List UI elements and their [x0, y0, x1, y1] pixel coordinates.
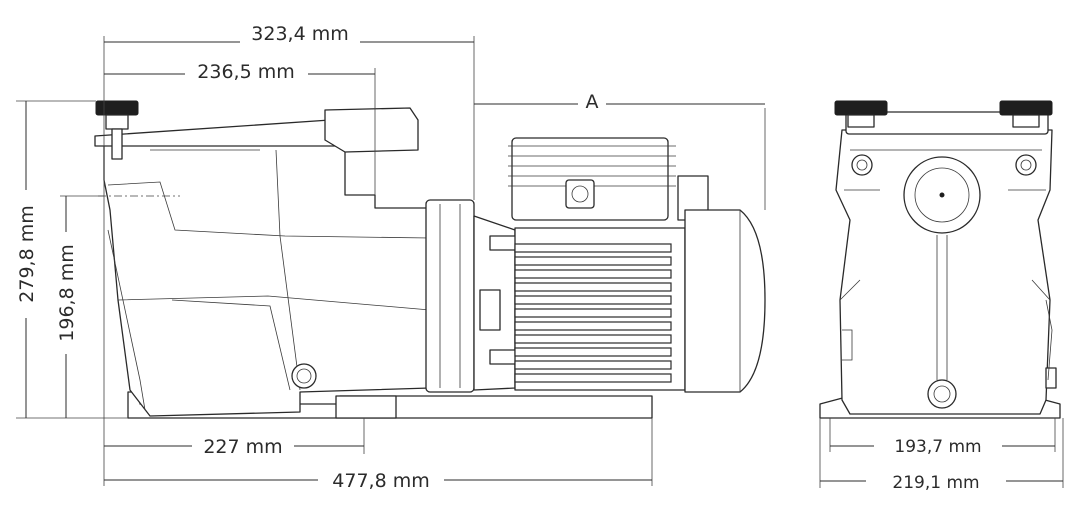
dim-overall-height: 279,8 mm	[16, 205, 38, 302]
side-view	[94, 100, 766, 419]
front-knob-left	[834, 100, 888, 116]
dim-overall-width: 477,8 mm	[332, 470, 429, 492]
dim-base-inner-width: 193,7 mm	[894, 437, 981, 457]
motor-fin	[514, 373, 672, 383]
dim-pump-body-width: 323,4 mm	[251, 23, 348, 45]
motor-fin	[514, 282, 672, 292]
fan-cover	[684, 209, 766, 393]
motor-fin	[514, 295, 672, 305]
front-knob-right	[999, 100, 1053, 116]
drain-plug	[291, 363, 317, 389]
motor-fin	[514, 360, 672, 370]
dim-motor-length: A	[586, 91, 599, 113]
terminal-box	[511, 137, 669, 221]
motor-fin	[514, 269, 672, 279]
dim-base-outer-width: 219,1 mm	[892, 473, 979, 493]
motor-fin	[514, 256, 672, 266]
motor-fin	[514, 308, 672, 318]
dim-inlet-height: 196,8 mm	[56, 244, 78, 341]
pump-volute	[425, 199, 475, 393]
front-lid	[845, 111, 1049, 135]
side-base-foot	[335, 395, 397, 419]
strainer-lid	[94, 119, 343, 147]
motor-fin	[514, 334, 672, 344]
motor-cooling-fins	[514, 243, 672, 383]
dimension-lines: 323,4 mm 236,5 mm A 227 mm 477,8 mm 279,…	[16, 23, 1064, 493]
lid-handle	[324, 107, 419, 153]
front-housing	[835, 129, 1053, 415]
motor-fin	[514, 243, 672, 253]
dim-inlet-offset: 227 mm	[203, 436, 282, 458]
motor-fin	[514, 347, 672, 357]
motor-fin	[514, 321, 672, 331]
front-drain-plug	[927, 379, 957, 409]
lid-knob	[95, 100, 139, 116]
strainer-housing	[103, 133, 431, 417]
dim-strainer-width: 236,5 mm	[197, 61, 294, 83]
front-view	[819, 100, 1061, 419]
